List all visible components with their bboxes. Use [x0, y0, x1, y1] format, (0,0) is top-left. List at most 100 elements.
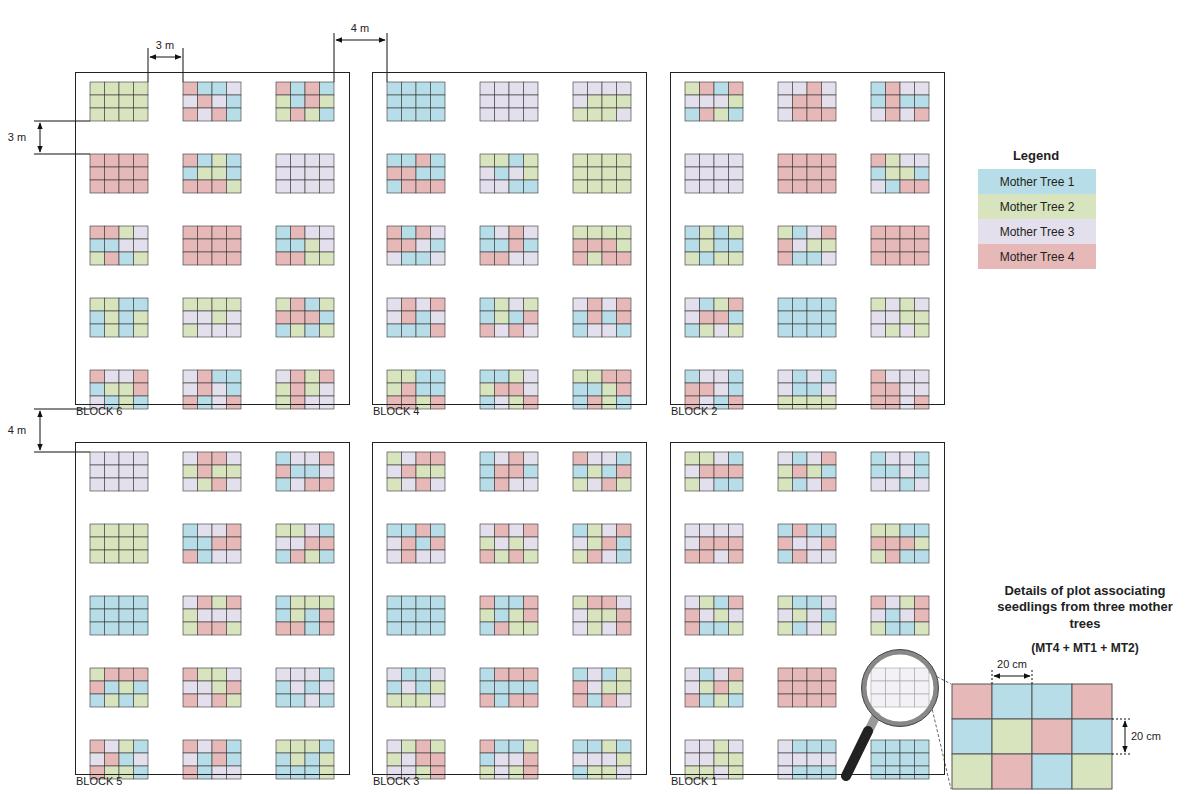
seedling-cell: [431, 82, 446, 95]
seedling-cell: [573, 622, 588, 635]
seedling-cell: [602, 239, 617, 252]
seedling-cell: [617, 465, 632, 478]
seedling-cell: [276, 681, 291, 694]
seedling-cell: [778, 537, 793, 550]
seedling-cell: [915, 239, 930, 252]
seedling-cell: [291, 596, 306, 609]
seedling-cell: [822, 311, 837, 324]
seedling-cell: [276, 766, 291, 779]
seedling-cell: [685, 167, 700, 180]
seedling-cell: [822, 239, 837, 252]
seedling-cell: [320, 740, 335, 753]
seedling-cell: [700, 694, 715, 707]
seedling-cell: [685, 740, 700, 753]
seedling-cell: [305, 596, 320, 609]
seedling-cell: [685, 252, 700, 265]
seedling-cell: [714, 609, 729, 622]
seedling-cell: [291, 753, 306, 766]
seedling-cell: [119, 108, 134, 121]
seedling-cell: [305, 537, 320, 550]
seedling-cell: [134, 298, 149, 311]
seedling-cell: [134, 753, 149, 766]
seedling-cell: [822, 82, 837, 95]
seedling-cell: [416, 383, 431, 396]
seedling-cell: [119, 383, 134, 396]
seedling-cell: [480, 324, 495, 337]
seedling-cell: [416, 154, 431, 167]
seedling-cell: [480, 82, 495, 95]
seedling-cell: [822, 740, 837, 753]
detail-subtitle: (MT4 + MT1 + MT2): [985, 641, 1185, 656]
seedling-cell: [778, 252, 793, 265]
seedling-cell: [685, 681, 700, 694]
seedling-cell: [588, 180, 603, 193]
seedling-cell: [778, 324, 793, 337]
seedling-cell: [183, 226, 198, 239]
seedling-cell: [807, 396, 822, 409]
seedling-cell: [778, 550, 793, 563]
seedling-cell: [402, 298, 417, 311]
seedling-cell: [402, 324, 417, 337]
seedling-cell: [573, 108, 588, 121]
seedling-cell: [602, 180, 617, 193]
seedling-cell: [291, 668, 306, 681]
seedling-cell: [602, 694, 617, 707]
seedling-cell: [276, 537, 291, 550]
seedling-cell: [778, 452, 793, 465]
seedling-cell: [588, 226, 603, 239]
seedling-cell: [198, 537, 213, 550]
seedling-cell: [807, 226, 822, 239]
seedling-cell: [778, 668, 793, 681]
seedling-cell: [588, 324, 603, 337]
seedling-cell: [617, 324, 632, 337]
dimension-label: 20 cm: [1131, 730, 1181, 744]
seedling-cell: [227, 681, 242, 694]
seedling-cell: [402, 252, 417, 265]
seedling-cell: [617, 180, 632, 193]
seedling-cell: [198, 609, 213, 622]
seedling-cell: [431, 694, 446, 707]
seedling-cell: [602, 596, 617, 609]
seedling-cell: [276, 396, 291, 409]
seedling-cell: [915, 537, 930, 550]
seedling-cell: [793, 95, 808, 108]
seedling-cell: [105, 298, 120, 311]
dimension-label: 3 m: [2, 131, 32, 145]
seedling-cell: [886, 311, 901, 324]
seedling-cell: [509, 252, 524, 265]
seedling-cell: [480, 694, 495, 707]
seedling-cell: [729, 324, 744, 337]
seedling-cell: [291, 524, 306, 537]
seedling-cell: [602, 465, 617, 478]
seedling-cell: [778, 154, 793, 167]
seedling-cell: [227, 239, 242, 252]
seedling-cell: [729, 252, 744, 265]
seedling-cell: [871, 239, 886, 252]
seedling-cell: [871, 95, 886, 108]
seedling-cell: [617, 766, 632, 779]
seedling-cell: [402, 465, 417, 478]
seedling-cell: [387, 740, 402, 753]
seedling-cell: [119, 465, 134, 478]
seedling-cell: [105, 82, 120, 95]
seedling-cell: [105, 383, 120, 396]
seedling-cell: [685, 226, 700, 239]
seedling-cell: [276, 668, 291, 681]
seedling-cell: [588, 622, 603, 635]
seedling-cell: [105, 550, 120, 563]
seedling-cell: [822, 298, 837, 311]
seedling-cell: [807, 452, 822, 465]
seedling-cell: [700, 180, 715, 193]
seedling-cell: [387, 609, 402, 622]
seedling-cell: [183, 524, 198, 537]
seedling-cell: [134, 524, 149, 537]
seedling-cell: [431, 396, 446, 409]
seedling-cell: [416, 681, 431, 694]
seedling-cell: [588, 596, 603, 609]
seedling-cell: [387, 524, 402, 537]
seedling-cell: [685, 370, 700, 383]
seedling-cell: [387, 226, 402, 239]
seedling-cell: [778, 478, 793, 491]
seedling-cell: [402, 82, 417, 95]
seedling-cell: [291, 550, 306, 563]
